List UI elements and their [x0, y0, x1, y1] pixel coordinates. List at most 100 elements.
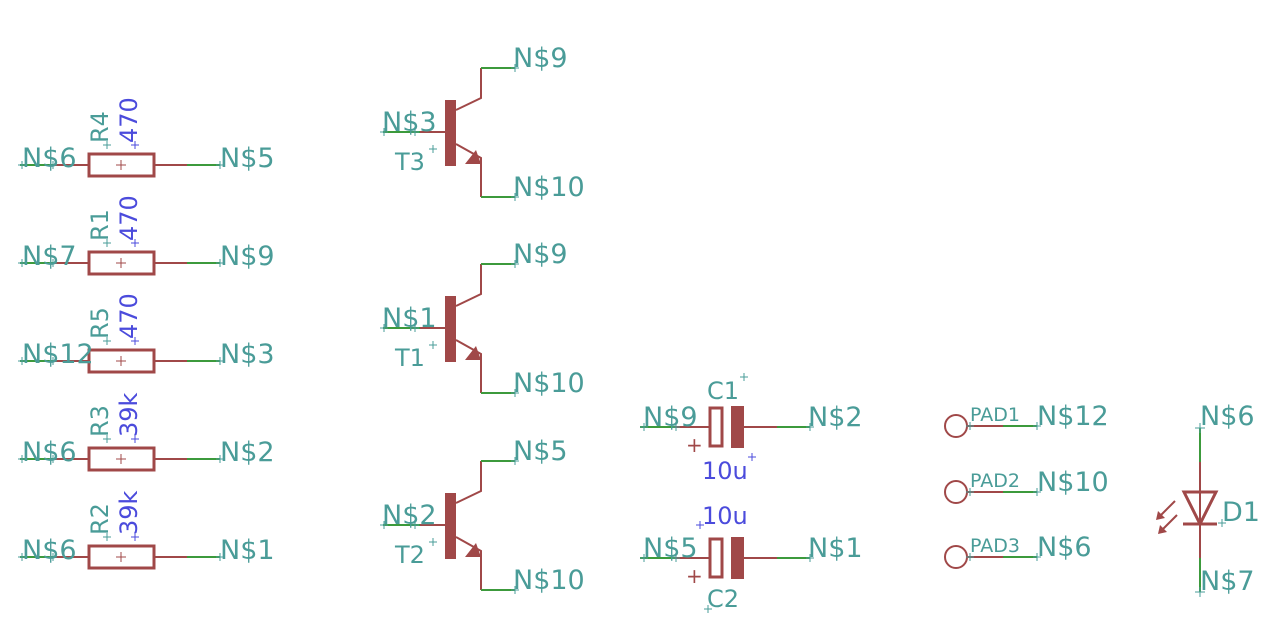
transistor-t3[interactable]: N$3 N$9N$10 T3 — [380, 43, 585, 203]
origin-mark — [966, 553, 1041, 561]
net-label: N$2 — [382, 500, 437, 531]
capacitor-plate-negative — [731, 406, 744, 448]
net-label: N$1 — [220, 535, 275, 566]
net-label: N$1 — [808, 533, 863, 564]
net-label: N$10 — [513, 368, 585, 399]
part-value: 10u — [702, 457, 748, 485]
resistor-body — [87, 348, 156, 374]
pad-pad1[interactable]: PAD1 N$12 — [944, 401, 1109, 438]
part-name: R3 — [86, 405, 114, 437]
net-label: N$9 — [513, 239, 568, 270]
resistor-body — [87, 544, 156, 570]
origin-mark — [740, 373, 748, 381]
part-value: 10u — [702, 502, 748, 530]
part-name: C1 — [707, 377, 739, 405]
origin-mark — [131, 337, 139, 345]
part-value: 39k — [115, 490, 143, 535]
net-label: N$7 — [1200, 566, 1255, 597]
emitter-arrow-icon — [465, 543, 481, 557]
net-label: N$9 — [513, 43, 568, 74]
led-d1[interactable]: N$6 N$7 D1 — [1156, 401, 1260, 597]
capacitor-plate-positive — [708, 406, 724, 448]
pad-name: PAD1 — [970, 404, 1020, 426]
led-light-arrows-icon — [1156, 500, 1178, 534]
capacitor-plate-positive — [708, 537, 724, 579]
resistor-body — [87, 250, 156, 276]
origin-mark — [380, 64, 519, 201]
origin-mark — [116, 552, 126, 562]
net-label: N$3 — [382, 107, 437, 138]
transistor-base-bar — [445, 493, 456, 559]
origin-mark — [380, 457, 519, 594]
resistor-body — [87, 446, 156, 472]
emitter-arrow-icon — [465, 150, 481, 164]
origin-mark — [18, 337, 224, 365]
collector-lead — [455, 264, 482, 307]
part-name: R1 — [86, 209, 114, 241]
net-label: N$12 — [1037, 401, 1109, 432]
origin-mark — [704, 605, 712, 613]
net-label: N$10 — [513, 565, 585, 596]
led-triangle-icon — [1181, 490, 1219, 528]
part-value: 470 — [115, 97, 143, 143]
net-label: N$10 — [513, 172, 585, 203]
origin-mark — [18, 435, 224, 463]
collector-lead — [455, 68, 482, 111]
part-name: C2 — [707, 585, 739, 613]
transistor-base-bar — [445, 100, 456, 166]
net-label: N$6 — [1037, 532, 1092, 563]
origin-mark — [696, 521, 704, 529]
origin-mark — [18, 533, 224, 561]
part-value: 470 — [115, 293, 143, 339]
origin-mark — [116, 258, 126, 268]
origin-mark — [748, 453, 756, 461]
part-value: 39k — [115, 392, 143, 437]
emitter-lead — [455, 143, 482, 197]
part-name: T2 — [394, 541, 425, 569]
pad-circle-icon — [944, 545, 968, 569]
pad-name: PAD2 — [970, 470, 1020, 492]
origin-mark — [640, 554, 814, 562]
net-label: N$9 — [643, 402, 698, 433]
origin-mark — [966, 422, 1041, 430]
resistor-body — [87, 152, 156, 178]
part-name: R5 — [86, 307, 114, 339]
net-label: N$9 — [220, 241, 275, 272]
origin-mark — [116, 454, 126, 464]
origin-mark — [131, 141, 139, 149]
pad-name: PAD3 — [970, 535, 1020, 557]
transistor-t2[interactable]: N$2 N$5N$10 T2 — [380, 436, 585, 596]
net-label: N$5 — [513, 436, 568, 467]
part-name: R2 — [86, 503, 114, 535]
origin-mark — [116, 356, 126, 366]
net-label: N$2 — [220, 437, 275, 468]
origin-marks — [1195, 423, 1226, 597]
pad-circle-icon — [944, 480, 968, 504]
origin-mark — [380, 260, 519, 397]
origin-mark — [966, 488, 1041, 496]
net-label: N$6 — [22, 535, 77, 566]
part-name: T3 — [394, 148, 425, 176]
origin-mark — [18, 239, 224, 267]
origin-mark — [131, 435, 139, 443]
net-label: N$6 — [22, 143, 77, 174]
emitter-lead — [455, 536, 482, 590]
pad-pad3[interactable]: PAD3 N$6 — [944, 532, 1092, 569]
emitter-arrow-icon — [465, 346, 481, 360]
net-label: N$2 — [808, 402, 863, 433]
transistor-base-bar — [445, 296, 456, 362]
net-label: N$6 — [1200, 401, 1255, 432]
origin-mark — [131, 239, 139, 247]
net-label: N$1 — [382, 303, 437, 334]
capacitor-plate-negative — [731, 537, 744, 579]
